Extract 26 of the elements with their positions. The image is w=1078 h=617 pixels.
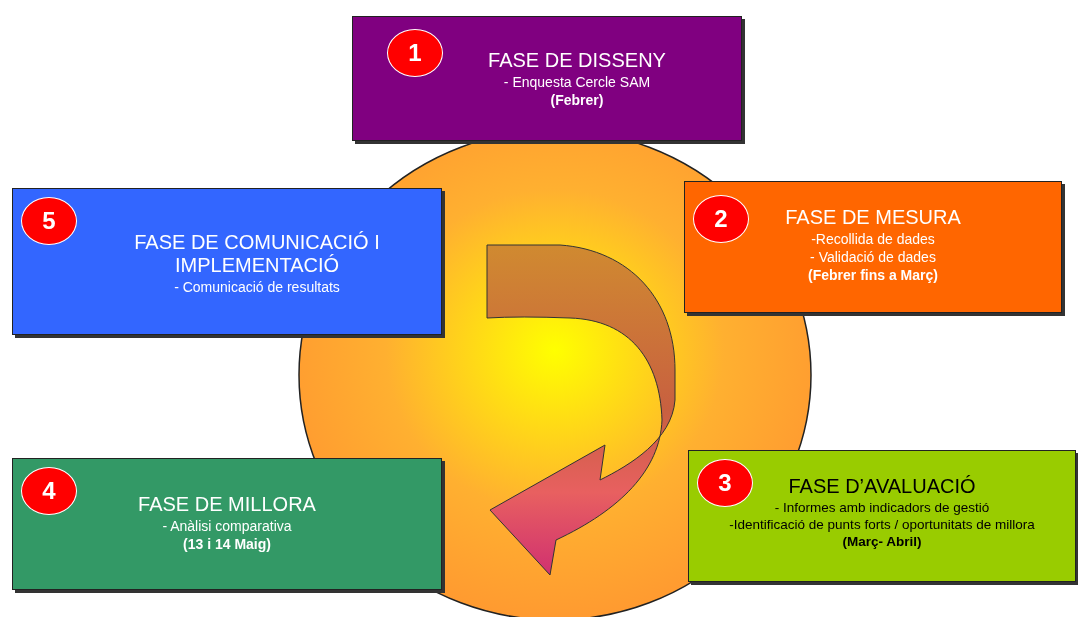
number-badge: 5 [21,197,77,245]
phase-date: (Febrer) [550,92,604,108]
phase-task: - Informes amb indicadors de gestió [774,500,990,515]
number-badge: 3 [697,459,753,507]
number-badge: 4 [21,467,77,515]
phase-title: FASE DE COMUNICACIÓ I IMPLEMENTACIÓ [133,231,381,277]
phase-date: (Març- Abril) [842,534,922,549]
phase-date: (13 i 14 Maig) [183,536,271,552]
phase-box [684,181,1062,313]
phase-box [12,458,442,590]
phase-task: -Recollida de dades [811,231,935,247]
phase-title: FASE D’AVALUACIÓ [788,475,976,498]
phase-task: - Comunicació de resultats [174,279,340,295]
phase-task: - Anàlisi comparativa [162,518,292,534]
number-badge: 1 [387,29,443,77]
phase-task: -Identificació de punts forts / oportunitats de millora [729,517,1035,532]
phase-box [12,188,442,335]
phase-title: FASE DE DISSENY [488,49,666,72]
phase-date: (Febrer fins a Març) [808,267,938,283]
phase-title: FASE DE MESURA [785,206,961,229]
phase-title: FASE DE MILLORA [138,493,316,516]
phase-box [688,450,1076,582]
number-badge: 2 [693,195,749,243]
phase-task: - Enquesta Cercle SAM [503,74,651,90]
phase-task: - Validació de dades [810,249,936,265]
phase-box [352,16,742,141]
